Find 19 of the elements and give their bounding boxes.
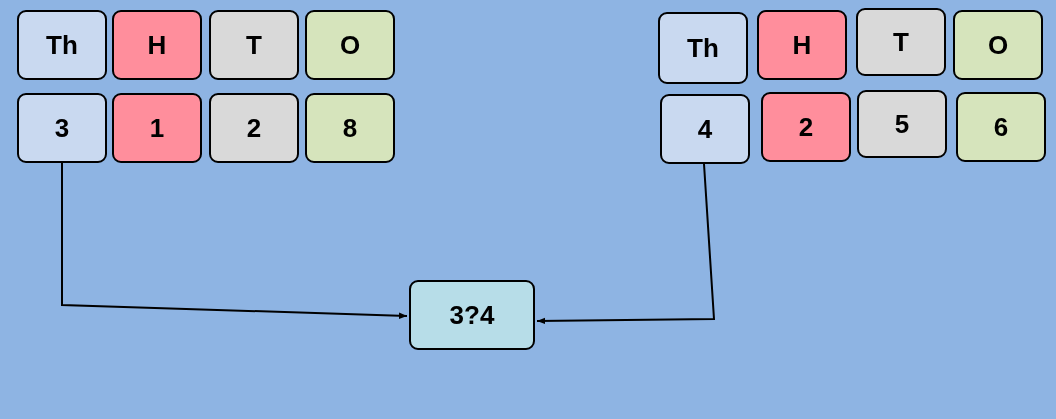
place-value-header: T	[209, 10, 299, 80]
digit-tile: 8	[305, 93, 395, 163]
place-value-header: T	[856, 8, 946, 76]
result-box: 3?4	[409, 280, 535, 350]
place-value-header: H	[112, 10, 202, 80]
digit-tile: 5	[857, 90, 947, 158]
arrow	[536, 163, 716, 325]
place-value-header: Th	[658, 12, 748, 84]
place-value-header: O	[305, 10, 395, 80]
digit-tile: 4	[660, 94, 750, 164]
place-value-header: Th	[17, 10, 107, 80]
digit-tile: 6	[956, 92, 1046, 162]
digit-tile: 2	[761, 92, 851, 162]
place-value-header: O	[953, 10, 1043, 80]
digit-tile: 3	[17, 93, 107, 163]
place-value-header: H	[757, 10, 847, 80]
digit-tile: 2	[209, 93, 299, 163]
digit-tile: 1	[112, 93, 202, 163]
arrow	[61, 162, 408, 319]
